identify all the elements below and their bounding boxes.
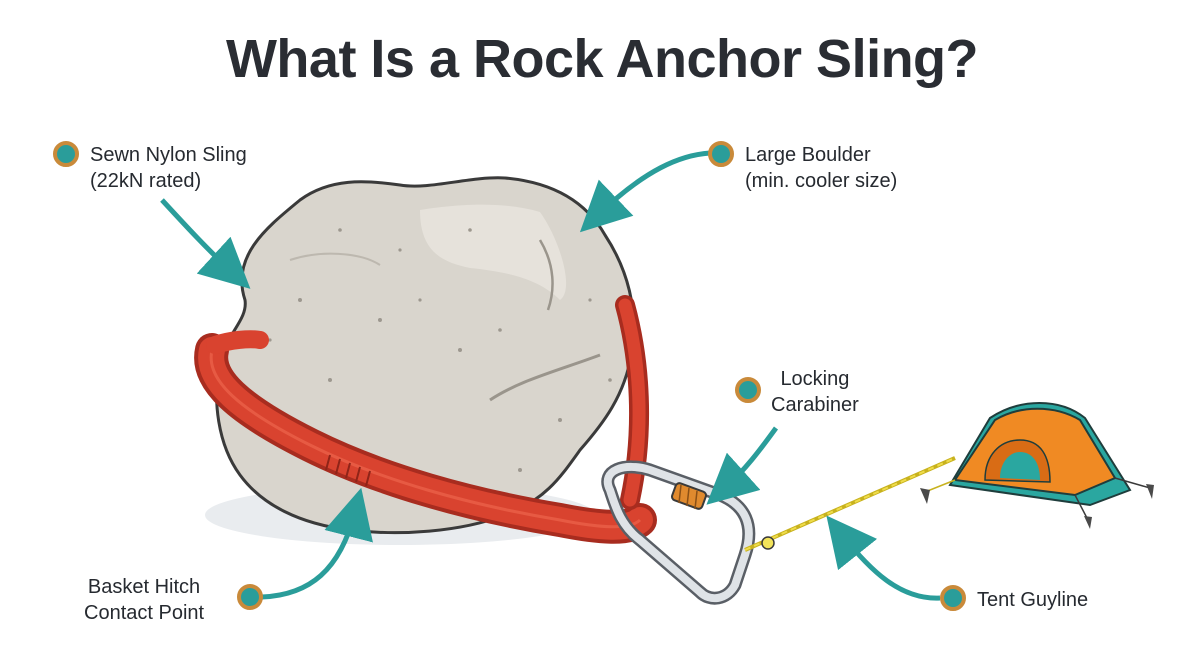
carabiner-label: Locking Carabiner [771,366,859,418]
sling-marker-icon [53,141,79,167]
nylon-sling [194,295,657,544]
boulder-label: Large Boulder (min. cooler size) [745,142,897,194]
boulder-callout-arrow [579,150,711,233]
page-title: What Is a Rock Anchor Sling? [225,29,979,89]
sling-callout-arrow [160,198,251,289]
basket-callout-arrow [261,487,373,600]
boulder-marker-icon [708,141,734,167]
guyline-label: Tent Guyline [977,587,1088,613]
carabiner-marker-icon [735,377,761,403]
carabiner-label-line2: Carabiner [771,394,859,416]
guyline-callout-arrow [826,515,941,601]
sling-label-main: Sewn Nylon Sling [90,144,247,166]
carabiner-label-line1: Locking [780,368,850,390]
tent [920,402,1154,529]
guyline-label-main: Tent Guyline [977,589,1089,611]
boulder-label-sub: (min. cooler size) [745,170,898,192]
basket-label-line2: Contact Point [84,602,205,624]
basket-marker-icon [237,584,263,610]
tent-guyline [744,456,956,552]
basket-label-line1: Basket Hitch [87,576,201,598]
sling-label: Sewn Nylon Sling (22kN rated) [90,142,247,194]
basket-hitch-label: Basket Hitch Contact Point [84,574,204,626]
locking-carabiner [601,460,756,605]
carabiner-callout-arrow [706,426,779,505]
sling-label-sub: (22kN rated) [90,170,202,192]
boulder-label-main: Large Boulder [745,144,871,166]
guyline-marker-icon [940,585,966,611]
